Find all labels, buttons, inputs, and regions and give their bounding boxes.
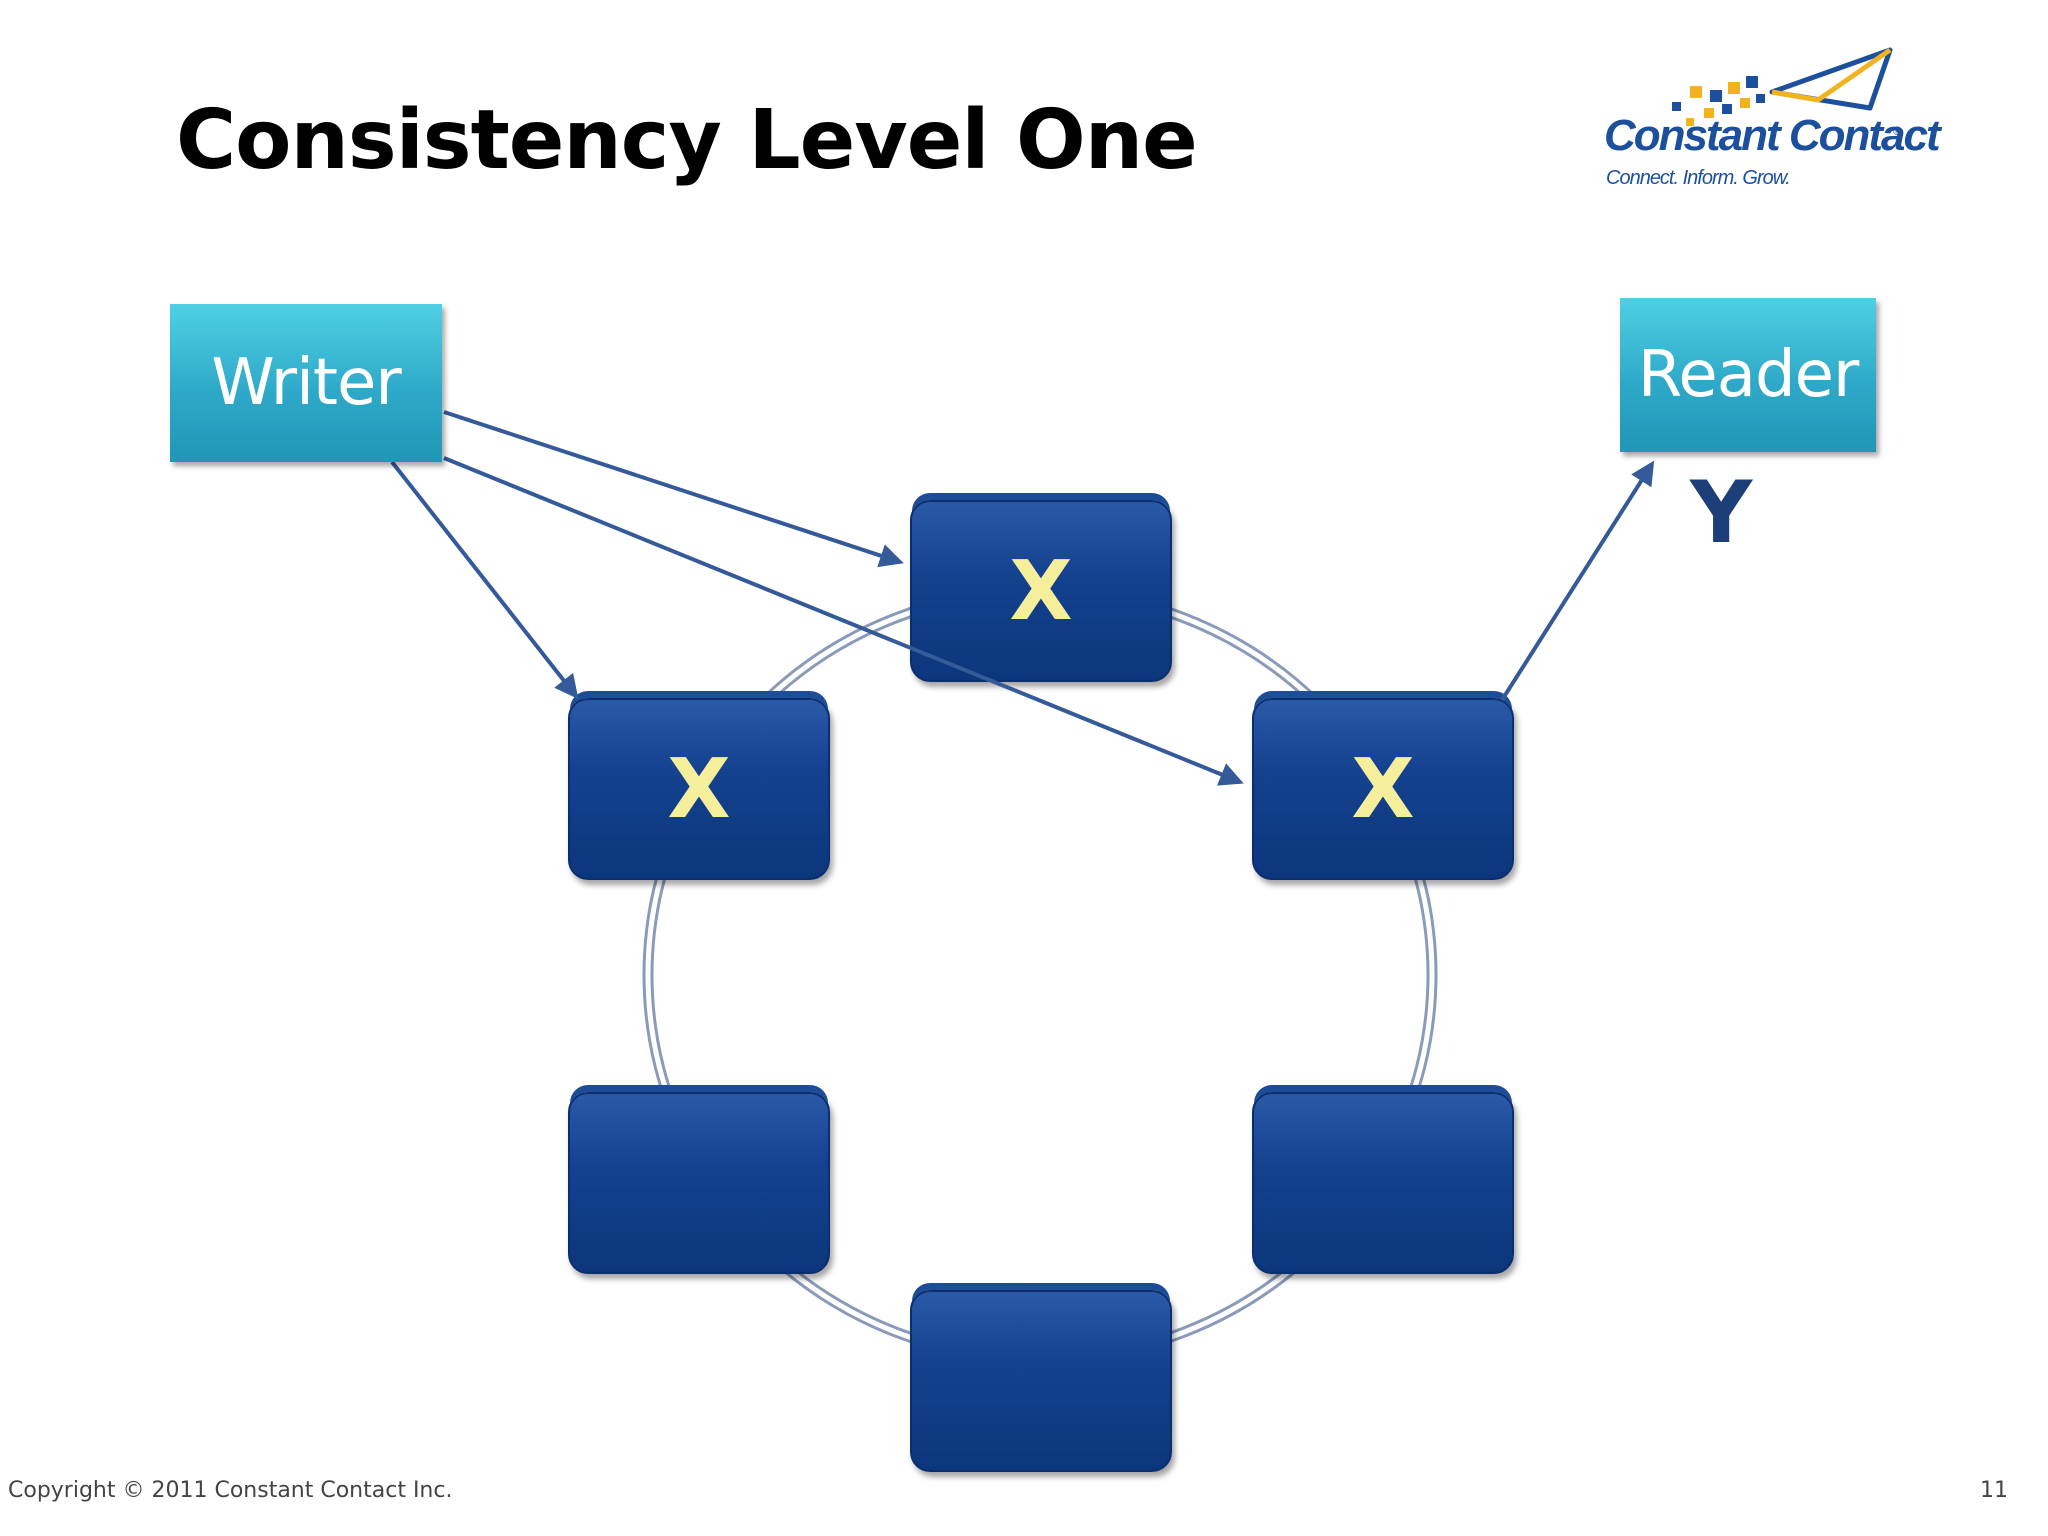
node-bottom <box>910 1290 1172 1472</box>
reader-box: Reader <box>1620 298 1876 452</box>
logo-wordmark: Constant Contact <box>1604 111 1941 160</box>
node-upper-left-value: X <box>667 741 731 837</box>
node-lower-left <box>568 1092 830 1274</box>
slide-title: Consistency Level One <box>176 93 1198 188</box>
logo-registered-mark: ® <box>1893 124 1902 138</box>
copyright-footer: Copyright © 2011 Constant Contact Inc. <box>8 1478 453 1503</box>
node-top-value: X <box>1009 543 1073 639</box>
constant-contact-logo-graphic <box>1672 47 1893 126</box>
read-value-label: Y <box>1690 463 1753 563</box>
node-upper-right: X <box>1252 698 1514 880</box>
logo-tagline: Connect. Inform. Grow. <box>1606 167 1791 189</box>
page-number: 11 <box>1980 1478 2008 1503</box>
node-upper-right-value: X <box>1351 741 1415 837</box>
writer-box: Writer <box>170 304 442 462</box>
node-upper-left: X <box>568 698 830 880</box>
node-top: X <box>910 500 1172 682</box>
node-lower-right <box>1252 1092 1514 1274</box>
